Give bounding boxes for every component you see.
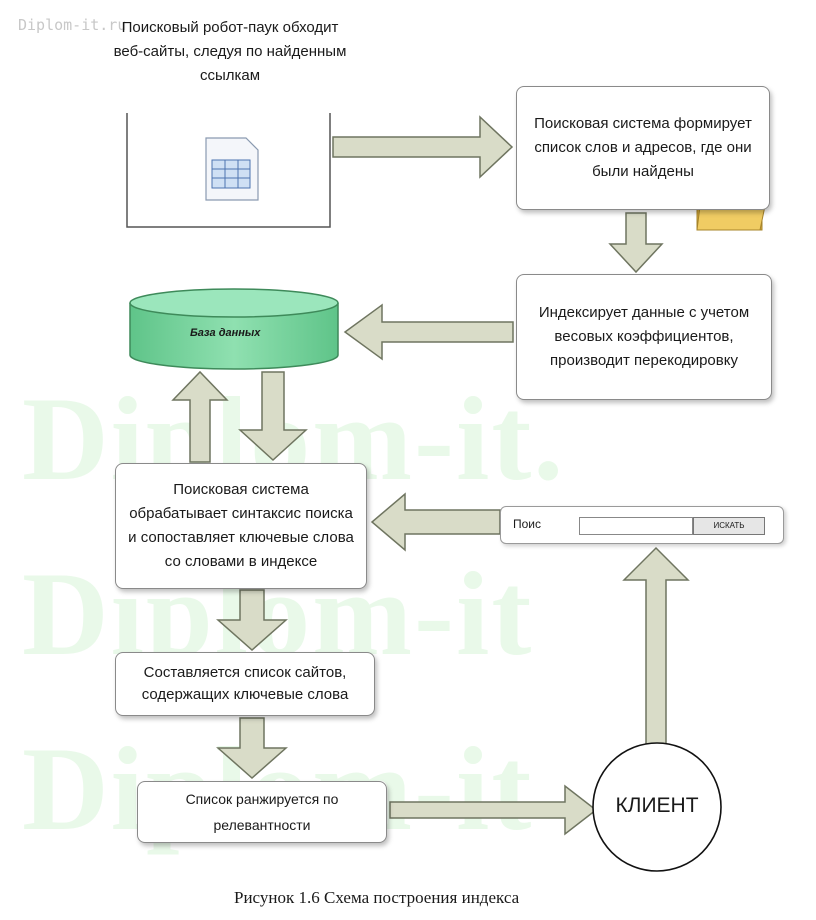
client-label: КЛИЕНТ xyxy=(615,794,699,817)
search-label: Поис xyxy=(513,517,542,531)
indexing-box: Индексирует данные с учетом весовых коэф… xyxy=(516,274,772,400)
arrow-rank-to-client xyxy=(389,784,598,836)
list-sites-text: Составляется список сайтов, содержащих к… xyxy=(141,664,349,703)
arrow-list-to-rank xyxy=(216,717,288,780)
database-label: База данных xyxy=(190,327,261,339)
watermark-top: Diplom-it.ru xyxy=(18,16,127,34)
arrow-search-to-query xyxy=(370,492,501,552)
search-button[interactable]: ИСКАТЬ xyxy=(693,517,765,535)
arrow-query-to-db xyxy=(171,370,229,463)
build-list-text: Поисковая система формирует список слов … xyxy=(534,115,752,180)
crawler-container xyxy=(126,113,331,228)
ranking-box: Список ранжируется по релевантности xyxy=(137,781,387,843)
arrow-client-to-search xyxy=(622,546,690,746)
arrow-db-to-query xyxy=(238,371,308,462)
process-query-text: Поисковая система обрабатывает синтаксис… xyxy=(128,481,354,570)
arrow-list-to-index xyxy=(608,212,664,274)
figure-caption: Рисунок 1.6 Схема построения индекса xyxy=(234,888,520,907)
ranking-text: Список ранжируется по релевантности xyxy=(185,791,339,833)
arrow-query-to-list xyxy=(216,589,288,652)
search-form: Поис ИСКАТЬ xyxy=(500,506,784,544)
build-list-box: Поисковая система формирует список слов … xyxy=(516,86,770,210)
client-circle xyxy=(592,742,722,872)
list-sites-box: Составляется список сайтов, содержащих к… xyxy=(115,652,375,716)
crawler-text: Поисковый робот-паук обходит веб-сайты, … xyxy=(113,19,347,84)
process-query-box: Поисковая система обрабатывает синтаксис… xyxy=(115,463,367,589)
spreadsheet-icon xyxy=(205,137,259,201)
arrow-index-to-db xyxy=(343,303,514,361)
arrow-crawler-to-list xyxy=(332,115,514,179)
database-cylinder xyxy=(129,288,339,370)
search-input[interactable] xyxy=(579,517,693,535)
indexing-text: Индексирует данные с учетом весовых коэф… xyxy=(538,304,750,369)
